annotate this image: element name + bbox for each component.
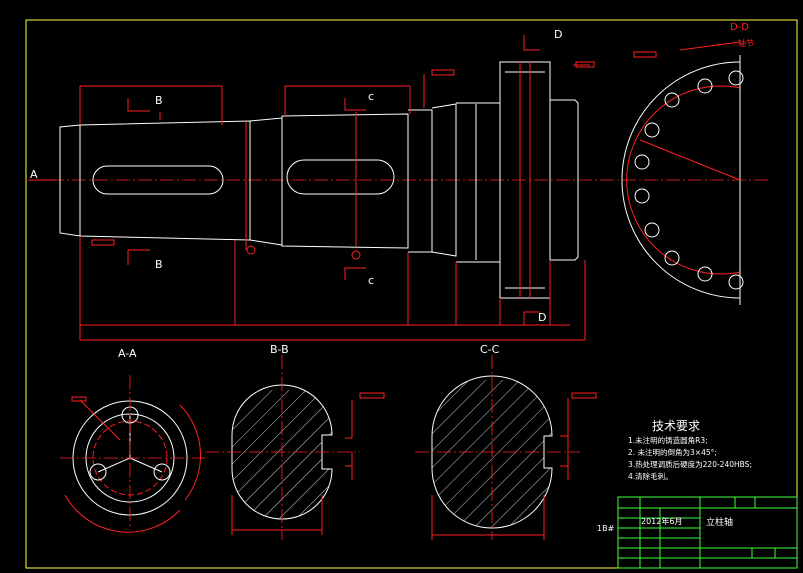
flange (499, 61, 551, 299)
keyway-1 (92, 165, 224, 195)
title-block (617, 496, 798, 569)
section-mark-c-top: c (368, 90, 374, 103)
tech-requirements: 技术要求 1.未注明的铸造圆角R3; 2. 未注明的倒角为3×45°; 3.热处… (628, 419, 752, 481)
tech-req-item-4: 4.清除毛刺。 (628, 471, 673, 481)
main-dimensions (30, 35, 595, 341)
title-block-date: 2012年6月 (641, 516, 682, 526)
keyway-2 (286, 159, 395, 195)
view-b-b (205, 355, 385, 540)
section-title-b-b: B-B (270, 343, 289, 356)
title-block-sheet: 1B# (597, 524, 615, 533)
section-mark-a: A (30, 168, 38, 181)
section-title-a-a: A-A (118, 347, 137, 360)
view-d-d (621, 41, 744, 305)
tech-req-item-3: 3.热处理调质后硬度为220-240HBS; (628, 459, 752, 469)
shaft-main-view (28, 61, 770, 299)
section-title-d-d: D-D (730, 22, 749, 33)
section-mark-b-bottom: B (155, 258, 163, 271)
section-mark-d-top: D (554, 28, 562, 41)
view-note-d: 轴节 (738, 38, 754, 48)
view-c-c (415, 355, 597, 540)
view-a-a (60, 375, 205, 533)
section-mark-d-bottom: D (538, 311, 546, 324)
section-title-c-c: C-C (480, 343, 500, 356)
tech-req-item-2: 2. 未注明的倒角为3×45°; (628, 447, 717, 457)
tech-req-title: 技术要求 (652, 419, 700, 433)
section-mark-b-top: B (155, 94, 163, 107)
section-mark-c-bottom: c (368, 274, 374, 287)
tech-req-item-1: 1.未注明的铸造圆角R3; (628, 435, 708, 445)
title-block-part-name: 立柱轴 (706, 516, 733, 528)
drawing-border (25, 19, 798, 569)
